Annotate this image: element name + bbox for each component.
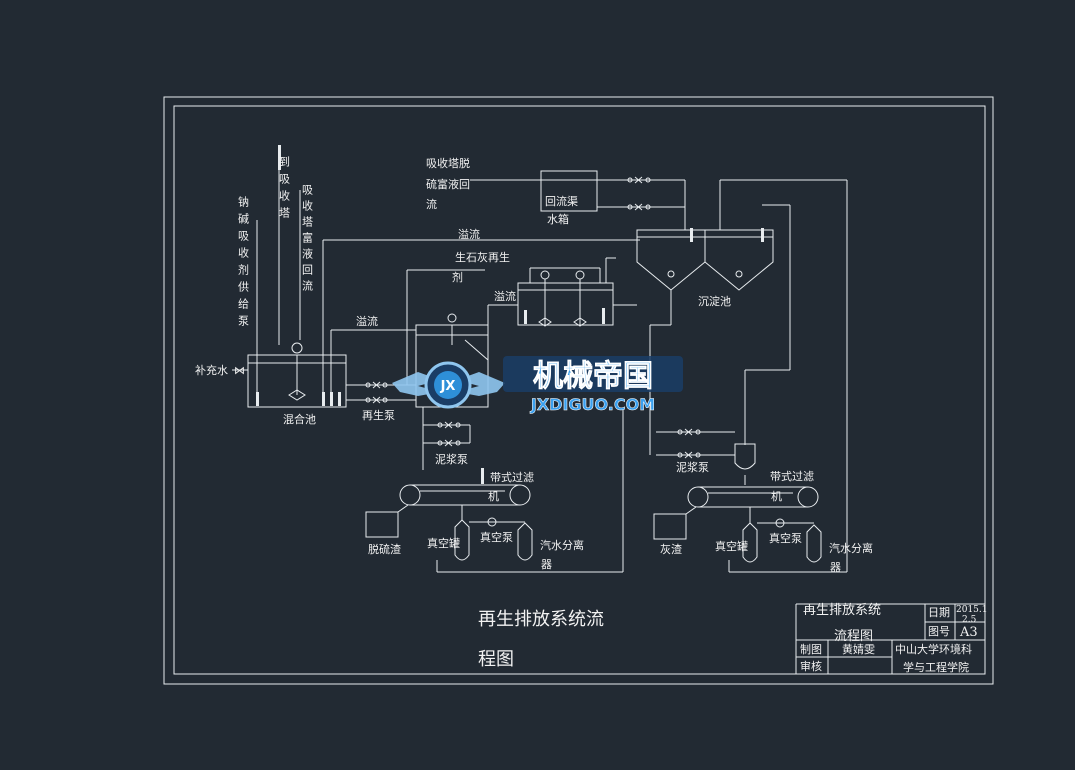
outer-frame <box>163 96 994 685</box>
slurry-valves-1 <box>437 421 461 447</box>
watermark-en: JXDIGUO.COM <box>530 395 655 414</box>
pump-vessel <box>734 443 756 470</box>
ash-residue-box <box>653 513 687 540</box>
overflow3-label: 溢流 <box>494 289 516 303</box>
overflow2-label: 溢流 <box>458 227 480 241</box>
belt-filter-2 <box>687 486 819 508</box>
settling-tank-label: 沉淀池 <box>698 294 731 308</box>
stirred-tank <box>517 270 614 327</box>
caption-line2: 程图 <box>478 649 514 670</box>
date-value2: 2.5 <box>962 615 977 625</box>
belt-filter2-label: 带式过滤 <box>770 470 814 483</box>
vacuum-tank1-label: 真空罐 <box>427 536 460 550</box>
vacuum-tank2 <box>742 522 758 563</box>
institution-line2: 学与工程学院 <box>903 660 969 674</box>
valve-icon: ⋈ <box>234 364 245 377</box>
separator2 <box>806 524 822 563</box>
settling-tank <box>636 228 774 291</box>
separator1-label-2: 器 <box>541 558 552 571</box>
vacuum-tank2-label: 真空罐 <box>715 539 748 553</box>
svg-text:吸收塔富液回流: 吸收塔富液回流 <box>301 184 314 296</box>
caption-line1: 再生排放系统流 <box>478 609 604 630</box>
ash-residue-label: 灰渣 <box>660 542 682 556</box>
absorber-desulf-return-1: 吸收塔脱 <box>426 156 470 170</box>
slurry-pump1-label: 泥浆泵 <box>435 452 468 466</box>
svg-text:到吸收塔: 到吸收塔 <box>278 156 291 224</box>
absorber-desulf-return-3: 流 <box>426 197 437 211</box>
drafter-name: 黄婧雯 <box>842 642 875 656</box>
belt-filter1-label: 带式过滤 <box>490 471 534 484</box>
slurry-pump2-label: 泥浆泵 <box>676 460 709 474</box>
regen-pump-valves <box>365 381 388 404</box>
quicklime-label-2: 剂 <box>452 270 463 284</box>
vacuum-pump2-label: 真空泵 <box>769 531 802 545</box>
regen-pump-label: 再生泵 <box>362 408 395 422</box>
overflow1-label: 溢流 <box>356 314 378 328</box>
water-tank-label: 水箱 <box>547 212 569 226</box>
svg-text:钠碱吸收剂供给泵: 钠碱吸收剂供给泵 <box>237 195 250 332</box>
inner-frame <box>173 105 986 675</box>
return-valves <box>627 176 651 211</box>
belt-filter2-label-2: 机 <box>771 489 782 503</box>
water-tank <box>540 170 598 212</box>
watermark-logo: JX 机械帝国 JXDIGUO.COM <box>392 356 683 414</box>
date-label: 日期 <box>928 606 950 619</box>
drafter-label: 制图 <box>800 643 822 656</box>
desulf-residue-label: 脱硫渣 <box>368 542 401 556</box>
desulf-residue-box <box>365 511 399 538</box>
return-tank-label: 回流渠 <box>545 194 578 208</box>
drawing-no-label: 图号 <box>928 625 950 638</box>
to-absorber-label: 到吸收塔 <box>278 156 291 224</box>
vacuum-pump1-label: 真空泵 <box>480 530 513 544</box>
title-line1: 再生排放系统 <box>803 603 881 618</box>
drawing-no-value: A3 <box>959 625 978 640</box>
mix-tank-label: 混合池 <box>283 412 316 426</box>
separator2-label: 汽水分离 <box>829 541 873 555</box>
separator1 <box>517 522 533 561</box>
sodium-alkali-pump-label: 钠碱吸收剂供给泵 <box>237 195 250 332</box>
title-block <box>795 603 985 674</box>
absorber-desulf-return-2: 硫富液回 <box>426 177 470 191</box>
vacuum-tank1 <box>454 519 470 561</box>
separator2-label-2: 器 <box>830 561 841 574</box>
institution-line1: 中山大学环境科 <box>895 642 972 656</box>
mix-tank <box>247 342 347 408</box>
title-line2: 流程图 <box>834 629 873 644</box>
makeup-water-label: 补充水 <box>195 363 228 377</box>
date-value1: 2015.1 <box>956 605 988 615</box>
reviewer-label: 审核 <box>800 659 822 673</box>
belt-filter1-label-2: 机 <box>488 489 499 503</box>
belt-filter-1 <box>399 484 531 506</box>
watermark-cn: 机械帝国 <box>533 359 653 394</box>
absorber-rich-return-label: 吸收塔富液回流 <box>301 184 314 296</box>
quicklime-label-1: 生石灰再生 <box>455 250 510 264</box>
separator1-label: 汽水分离 <box>540 538 584 552</box>
svg-text:JX: JX <box>440 379 456 394</box>
slurry-valves-2 <box>677 428 701 459</box>
